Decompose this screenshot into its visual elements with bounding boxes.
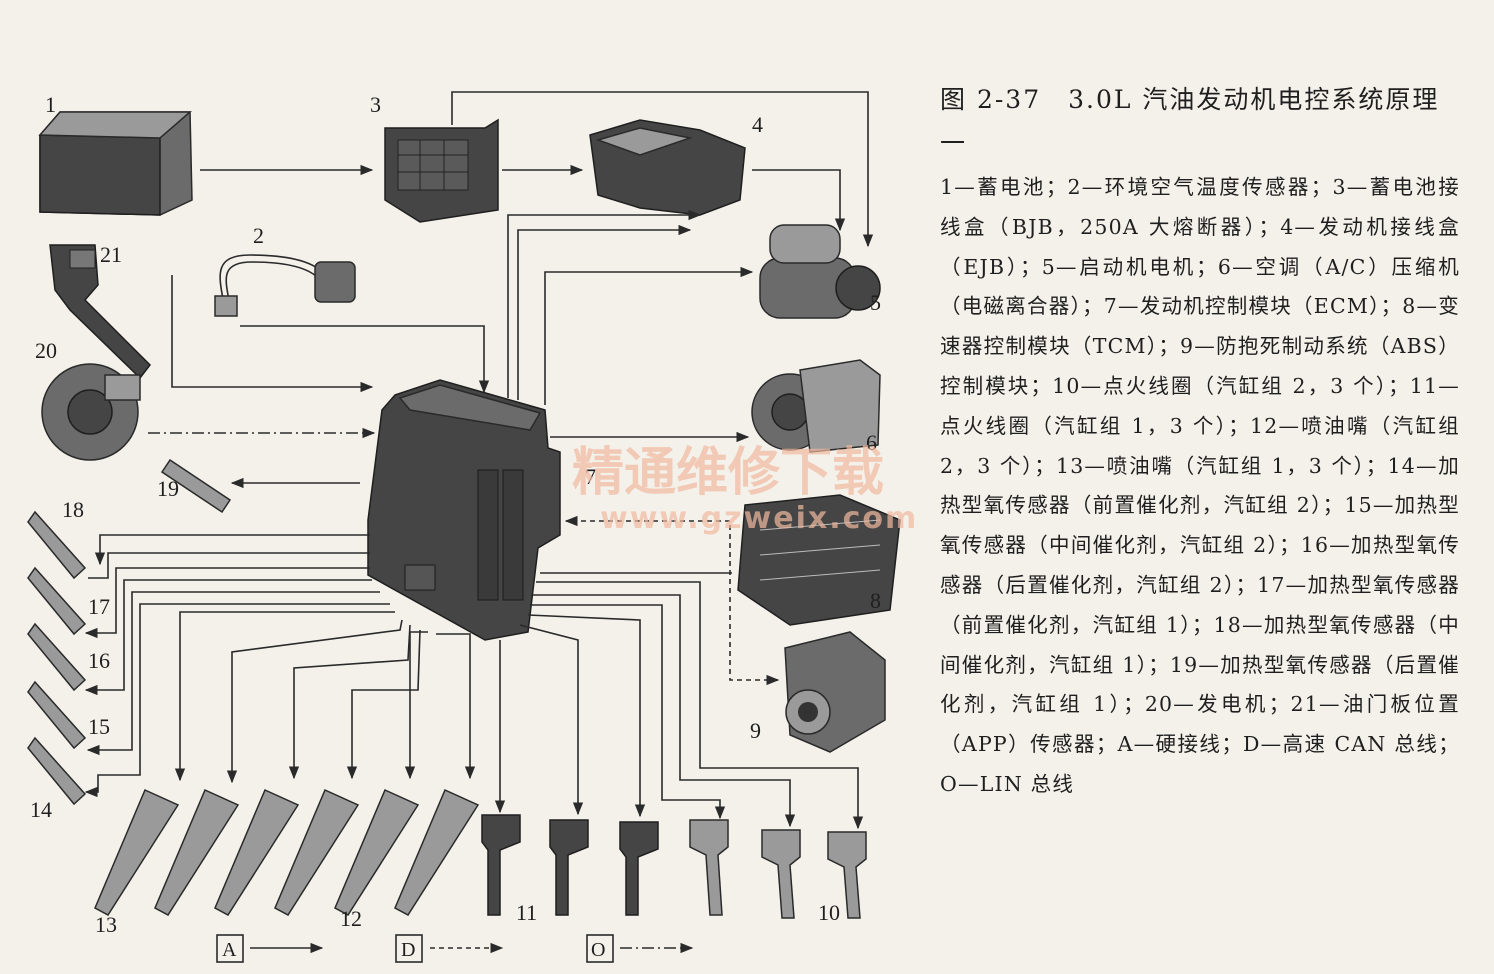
label-11: 11 (516, 900, 537, 925)
battery (38, 111, 193, 216)
label-14: 14 (30, 797, 52, 822)
label-12: 12 (340, 906, 362, 931)
battery-junction-box (384, 118, 499, 223)
ignition-coils (481, 814, 867, 919)
oxygen-sensor-19 (160, 458, 232, 514)
legend-can-bus: D (395, 934, 504, 963)
engine-junction-box (589, 119, 746, 216)
label-21: 21 (100, 242, 122, 267)
label-10: 10 (818, 900, 840, 925)
label-16: 16 (88, 648, 110, 673)
label-3: 3 (370, 92, 381, 117)
generator (41, 363, 141, 461)
label-6: 6 (866, 430, 877, 455)
ambient-air-temperature-sensor (214, 254, 356, 317)
oxygen-sensors-14-18 (27, 510, 87, 806)
figure-caption: 图 2-37 3.0L 汽油发动机电控系统原理一 1—蓄电池；2—环境空气温度传… (940, 78, 1460, 805)
legend-lin-bus: O (586, 934, 694, 963)
label-5: 5 (870, 290, 881, 315)
legend: A D O (216, 934, 694, 963)
label-17: 17 (88, 594, 110, 619)
legend-hardwire: A (216, 934, 324, 963)
label-7: 7 (585, 464, 596, 489)
starter-motor (759, 224, 881, 319)
label-4: 4 (752, 112, 763, 137)
label-13: 13 (95, 912, 117, 937)
watermark-url: www.gzweix.com (600, 501, 918, 536)
system-diagram: 1 2 3 4 5 6 7 8 9 10 11 12 13 14 15 16 1… (27, 91, 918, 963)
label-1: 1 (45, 92, 56, 117)
connection-lines (84, 91, 874, 830)
fuel-injectors (94, 788, 480, 916)
label-9: 9 (750, 718, 761, 743)
label-2: 2 (253, 223, 264, 248)
watermark-title: 精通维修下载 (572, 443, 884, 503)
legend-o-label: O (591, 939, 605, 961)
caption-title: 图 2-37 3.0L 汽油发动机电控系统原理一 (940, 85, 1440, 158)
label-8: 8 (870, 588, 881, 613)
label-19: 19 (157, 476, 179, 501)
label-18: 18 (62, 497, 84, 522)
label-15: 15 (88, 714, 110, 739)
engine-control-module (367, 379, 561, 641)
legend-d-label: D (401, 939, 415, 961)
abs-control-module (784, 631, 886, 753)
ac-compressor (751, 359, 881, 453)
caption-body: 1—蓄电池；2—环境空气温度传感器；3—蓄电池接线盒（BJB，250A 大熔断器… (940, 175, 1460, 796)
transmission-control-module (737, 494, 901, 626)
legend-a-label: A (222, 939, 237, 961)
label-20: 20 (35, 338, 57, 363)
accelerator-pedal-position-sensor (49, 244, 151, 380)
